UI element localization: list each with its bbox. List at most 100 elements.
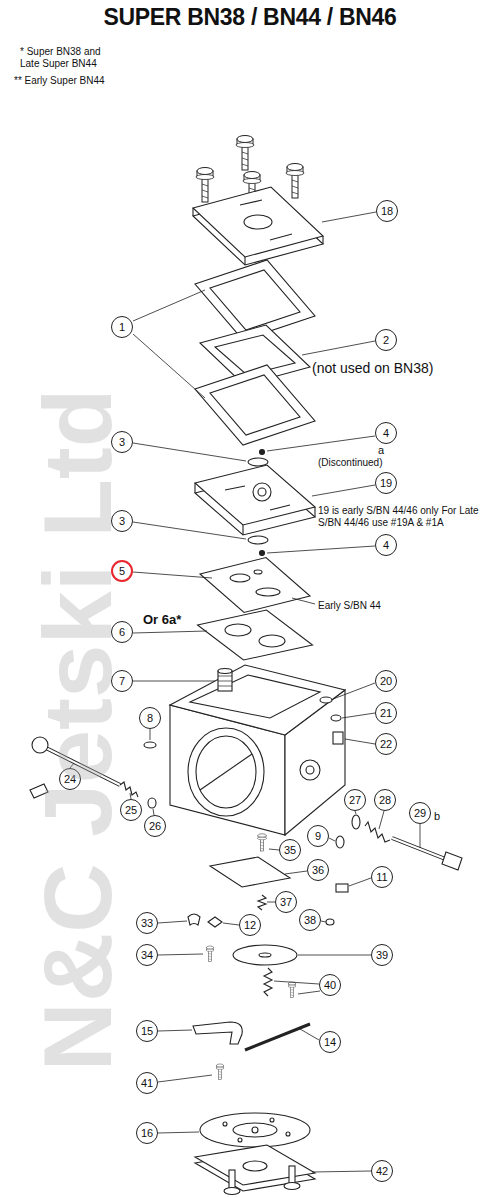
o-ring bbox=[331, 715, 341, 721]
callout-circle: 4 bbox=[375, 534, 397, 556]
callout-number: 39 bbox=[376, 950, 388, 961]
callout-number: 42 bbox=[376, 1166, 388, 1177]
inlet-filter bbox=[218, 669, 232, 692]
callout-circle: 18 bbox=[376, 200, 398, 222]
callout-number: 38 bbox=[304, 915, 316, 926]
callout-number: 14 bbox=[324, 1037, 336, 1048]
callout-circle: 38 bbox=[299, 909, 321, 931]
metering-lever bbox=[193, 1022, 242, 1044]
callout-number: 16 bbox=[141, 1128, 153, 1139]
pump-gasket bbox=[195, 365, 315, 445]
callout-number: 41 bbox=[141, 1078, 153, 1089]
callout-number: 33 bbox=[141, 918, 153, 929]
lever-pin bbox=[245, 1024, 310, 1050]
callout-circle: 29 bbox=[409, 802, 431, 824]
callout-circle: 16 bbox=[136, 1122, 158, 1144]
callout-circle: 12 bbox=[239, 914, 261, 936]
screw bbox=[216, 1064, 224, 1080]
needle-seat bbox=[336, 884, 348, 892]
jet bbox=[333, 732, 343, 744]
callout-circle: 1 bbox=[111, 316, 133, 338]
callout-number: 18 bbox=[381, 206, 393, 217]
callout-circle: 4 bbox=[375, 422, 397, 444]
callout-circle: 37 bbox=[275, 891, 297, 913]
callout-number: 22 bbox=[380, 739, 392, 750]
callout-number: 35 bbox=[284, 845, 296, 856]
note-label: b bbox=[434, 810, 440, 823]
note-label: Or 6a* bbox=[143, 612, 181, 628]
note-label: ** Early Super BN44 bbox=[14, 75, 105, 87]
callout-number: 4 bbox=[383, 540, 389, 551]
callout-number: 19 bbox=[380, 478, 392, 489]
washer bbox=[352, 815, 360, 829]
check-ball bbox=[260, 551, 265, 556]
body-gasket bbox=[200, 558, 310, 613]
screw bbox=[288, 982, 296, 998]
note-label: a bbox=[378, 444, 384, 457]
metering-disc bbox=[233, 945, 297, 965]
callout-number: 36 bbox=[312, 865, 324, 876]
note-label: (not used on BN38) bbox=[312, 360, 433, 377]
note-label: 19 is early S/BN 44/46 only For Late S/B… bbox=[318, 505, 486, 529]
callout-circle: 22 bbox=[375, 733, 397, 755]
fitting-screw bbox=[320, 697, 332, 703]
inlet-needle bbox=[208, 917, 222, 927]
callout-circle: 21 bbox=[375, 702, 397, 724]
callout-number: 11 bbox=[376, 872, 387, 883]
callout-number: 28 bbox=[379, 795, 391, 806]
note-label: * Super BN38 and Late Super BN44 bbox=[20, 46, 115, 70]
washer bbox=[148, 798, 156, 808]
callout-circle: 9 bbox=[307, 825, 329, 847]
cover-screws bbox=[224, 1166, 300, 1195]
callout-number: 8 bbox=[147, 713, 153, 724]
callout-circle: 2 bbox=[375, 329, 397, 351]
lever-spring bbox=[264, 968, 272, 996]
callout-number: 26 bbox=[149, 821, 161, 832]
callout-circle: 19 bbox=[375, 472, 397, 494]
callout-circle: 8 bbox=[139, 707, 161, 729]
watermark: N&C Jetski Ltd bbox=[23, 389, 133, 1072]
diagram-title: SUPER BN38 / BN44 / BN46 bbox=[0, 4, 500, 31]
note-label: (Discontinued) bbox=[318, 457, 382, 469]
pump-cover bbox=[193, 187, 323, 265]
callout-number: 15 bbox=[141, 1026, 153, 1037]
metering-gasket bbox=[210, 857, 290, 887]
body-gasket bbox=[198, 610, 313, 660]
callout-circle: 15 bbox=[136, 1020, 158, 1042]
needle-spring bbox=[365, 822, 390, 842]
screw bbox=[258, 834, 267, 851]
callout-circle: 33 bbox=[136, 912, 158, 934]
metering-cover bbox=[195, 1145, 315, 1191]
callout-number: 9 bbox=[315, 831, 321, 842]
callout-number: 29 bbox=[414, 808, 426, 819]
callout-circle: 41 bbox=[136, 1072, 158, 1094]
high-speed-needle bbox=[392, 838, 462, 870]
callout-number: 1 bbox=[119, 322, 125, 333]
callout-number: 40 bbox=[324, 980, 336, 991]
callout-number: 2 bbox=[383, 335, 389, 346]
callout-number: 4 bbox=[383, 428, 389, 439]
carburettor-body bbox=[170, 665, 345, 835]
clip bbox=[188, 914, 200, 925]
callout-circle: 20 bbox=[375, 670, 397, 692]
callout-circle: 14 bbox=[319, 1031, 341, 1053]
small-part bbox=[326, 919, 334, 925]
callout-circle: 28 bbox=[374, 789, 396, 811]
note-label: Early S/BN 44 bbox=[318, 600, 381, 612]
callout-circle: 40 bbox=[319, 974, 341, 996]
callout-number: 12 bbox=[244, 920, 256, 931]
washer bbox=[336, 836, 344, 848]
washer bbox=[144, 742, 156, 748]
metering-spring bbox=[258, 895, 266, 910]
callout-circle: 35 bbox=[279, 839, 301, 861]
callout-number: 20 bbox=[380, 676, 392, 687]
metering-diaphragm bbox=[200, 1113, 310, 1147]
callout-number: 37 bbox=[280, 897, 292, 908]
callout-number: 27 bbox=[349, 795, 361, 806]
check-valve bbox=[248, 536, 268, 544]
callout-circle: 11 bbox=[371, 866, 393, 888]
check-ball bbox=[260, 450, 265, 455]
check-valve bbox=[248, 458, 268, 466]
pump-body bbox=[195, 465, 315, 535]
callout-circle: 26 bbox=[144, 815, 166, 837]
